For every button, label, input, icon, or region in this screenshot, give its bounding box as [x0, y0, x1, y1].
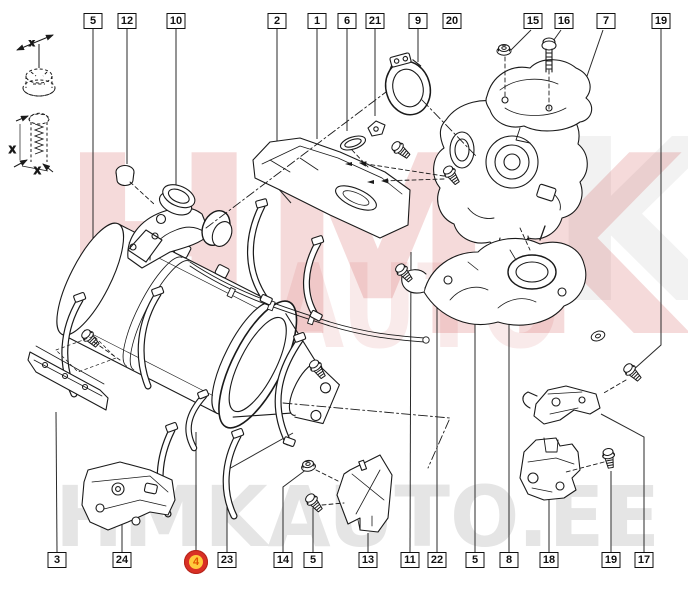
sensor-tube	[189, 261, 430, 344]
callout-5-bottom-b[interactable]: 5	[465, 552, 485, 568]
callout-10[interactable]: 10	[166, 13, 186, 29]
lower-bracket-24	[81, 461, 176, 531]
callout-18[interactable]: 18	[539, 552, 559, 568]
callout-19-top[interactable]: 19	[651, 13, 671, 29]
callout-11[interactable]: 11	[400, 552, 420, 568]
upper-strap-left	[246, 198, 273, 306]
legend-nut-mark: x	[29, 38, 35, 49]
engine-heat-shield	[485, 59, 593, 144]
callout-8[interactable]: 8	[499, 552, 519, 568]
callout-22[interactable]: 22	[427, 552, 447, 568]
callout-1[interactable]: 1	[307, 13, 327, 29]
mounting-bracket-17	[522, 385, 601, 425]
callout-12[interactable]: 12	[117, 13, 137, 29]
callout-5-top[interactable]: 5	[83, 13, 103, 29]
bracket-13	[336, 454, 393, 533]
strap-part-4	[185, 389, 210, 452]
bracket-strap-b	[222, 428, 245, 520]
callout-7[interactable]: 7	[596, 13, 616, 29]
lower-strap-b	[137, 286, 165, 390]
turbocharger	[433, 95, 588, 268]
callout-2[interactable]: 2	[267, 13, 287, 29]
callout-9[interactable]: 9	[408, 13, 428, 29]
callout-3[interactable]: 3	[47, 552, 67, 568]
fasteners	[78, 37, 645, 515]
callout-6[interactable]: 6	[337, 13, 357, 29]
callout-16[interactable]: 16	[554, 13, 574, 29]
support-bar-3	[27, 345, 109, 411]
exhaust-manifold	[401, 225, 587, 326]
highlighted-part-marker[interactable]: 4	[184, 550, 208, 574]
gasket-ring	[339, 135, 367, 151]
callout-24[interactable]: 24	[112, 552, 132, 568]
assembly-centerlines	[55, 56, 627, 506]
v-band-clamp	[384, 52, 432, 116]
legend-nut-sketch: x	[16, 34, 56, 97]
callout-20[interactable]: 20	[442, 13, 462, 29]
inlet-elbow	[127, 184, 233, 269]
callout-13[interactable]: 13	[358, 552, 378, 568]
upper-strap-right	[302, 235, 325, 322]
callout-21[interactable]: 21	[365, 13, 385, 29]
callout-23[interactable]: 23	[217, 552, 237, 568]
strap-part-23	[274, 332, 307, 447]
mounting-bracket-18	[519, 437, 581, 501]
callout-5-bottom-a[interactable]: 5	[303, 552, 323, 568]
legend-stud-sketch: X X	[9, 112, 54, 178]
callout-17[interactable]: 17	[634, 552, 654, 568]
retaining-clip	[367, 120, 386, 137]
bolt-16	[541, 37, 557, 73]
legend-stud-mark-side: X	[9, 145, 16, 156]
sealing-cap	[115, 164, 135, 186]
callout-14[interactable]: 14	[273, 552, 293, 568]
highlighted-part-marker-center: 4	[189, 555, 203, 569]
callout-19-bottom[interactable]: 19	[601, 552, 621, 568]
legend-stud-mark-end: X	[34, 166, 41, 177]
callout-15[interactable]: 15	[523, 13, 543, 29]
